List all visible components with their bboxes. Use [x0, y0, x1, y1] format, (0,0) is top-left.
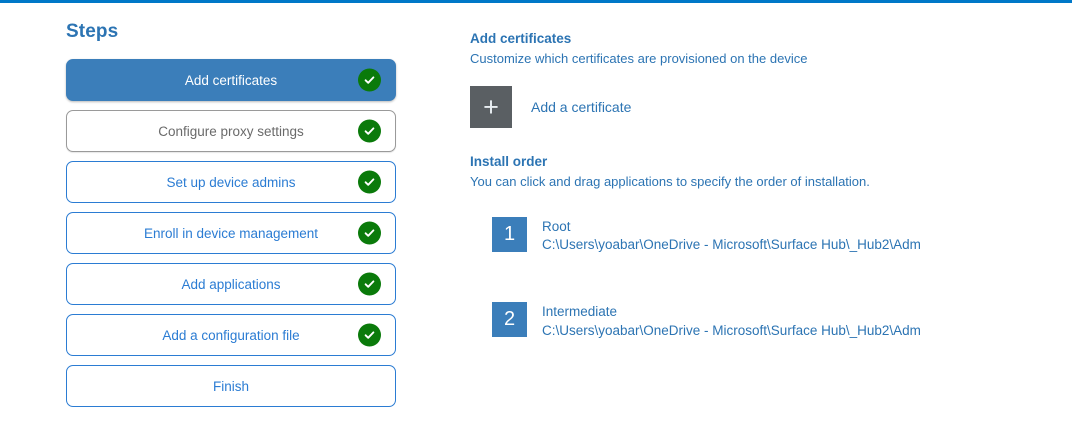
step-label: Add a configuration file — [162, 327, 300, 343]
order-number-badge: 2 — [492, 302, 527, 338]
order-item-path: C:\Users\yoabar\OneDrive - Microsoft\Sur… — [542, 237, 921, 253]
check-complete-icon — [358, 272, 381, 296]
step-label: Configure proxy settings — [158, 123, 304, 139]
install-order-list: 1 Root C:\Users\yoabar\OneDrive - Micros… — [470, 217, 1072, 340]
step-label: Set up device admins — [166, 174, 296, 190]
step-item-add-certificates[interactable]: Add certificates — [66, 59, 396, 101]
steps-heading: Steps — [66, 21, 119, 42]
install-order-title: Install order — [470, 154, 548, 169]
check-complete-icon — [358, 68, 381, 92]
step-item-finish[interactable]: Finish — [66, 365, 396, 407]
detail-panel: Add certificates Customize which certifi… — [470, 3, 1072, 340]
plus-glyph: + — [483, 91, 499, 122]
detail-subtitle: Customize which certificates are provisi… — [470, 51, 808, 66]
install-order-subtitle: You can click and drag applications to s… — [470, 174, 870, 189]
check-complete-icon — [358, 221, 381, 245]
add-certificate-row[interactable]: + Add a certificate — [470, 86, 1072, 128]
step-label: Finish — [212, 378, 249, 394]
add-certificate-label[interactable]: Add a certificate — [531, 99, 632, 115]
install-order-section: Install order You can click and drag app… — [470, 154, 1072, 340]
step-item-add-applications[interactable]: Add applications — [66, 263, 396, 305]
install-order-item[interactable]: 2 Intermediate C:\Users\yoabar\OneDrive … — [470, 302, 1072, 339]
order-item-text: Intermediate C:\Users\yoabar\OneDrive - … — [542, 302, 921, 339]
install-order-item[interactable]: 1 Root C:\Users\yoabar\OneDrive - Micros… — [470, 217, 1072, 254]
order-number-badge: 1 — [492, 217, 527, 252]
steps-panel: Steps Add certificates Configure proxy s… — [0, 3, 470, 407]
order-item-path: C:\Users\yoabar\OneDrive - Microsoft\Sur… — [542, 322, 921, 338]
step-label: Enroll in device management — [143, 225, 319, 241]
step-label: Add applications — [181, 276, 281, 292]
step-item-configure-proxy-settings[interactable]: Configure proxy settings — [66, 110, 396, 152]
step-item-add-a-configuration-file[interactable]: Add a configuration file — [66, 314, 396, 356]
check-complete-icon — [358, 119, 381, 143]
order-item-name: Intermediate — [542, 304, 618, 320]
step-item-set-up-device-admins[interactable]: Set up device admins — [66, 161, 396, 203]
order-item-name: Root — [542, 219, 571, 234]
check-complete-icon — [358, 323, 381, 347]
step-label: Add certificates — [184, 72, 278, 88]
step-list: Add certificates Configure proxy setting… — [66, 59, 396, 407]
plus-icon[interactable]: + — [470, 86, 512, 128]
step-item-enroll-in-device-management[interactable]: Enroll in device management — [66, 212, 396, 254]
detail-title: Add certificates — [470, 31, 572, 46]
order-item-text: Root C:\Users\yoabar\OneDrive - Microsof… — [542, 217, 921, 254]
wizard-page: Steps Add certificates Configure proxy s… — [0, 3, 1072, 443]
check-complete-icon — [358, 170, 381, 194]
top-accent-bar — [0, 0, 1072, 3]
